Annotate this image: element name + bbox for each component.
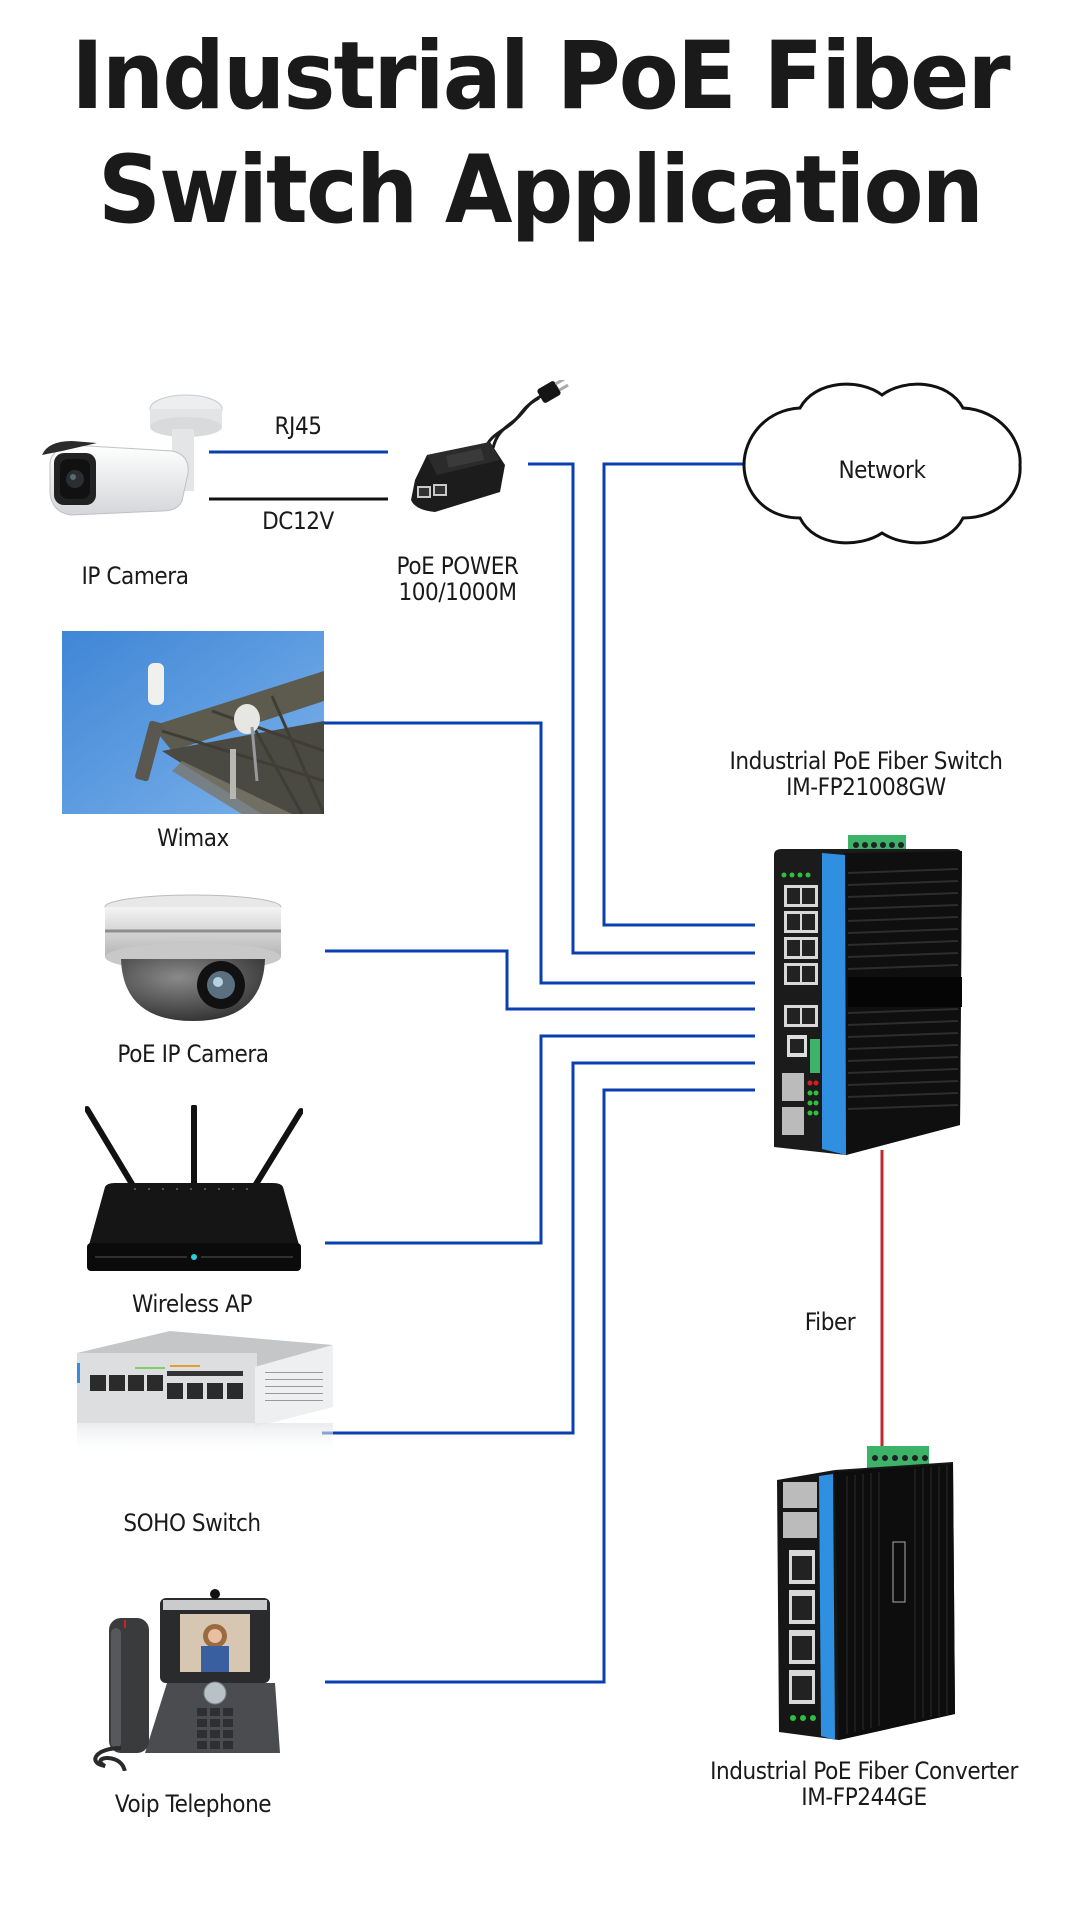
soho-to-switch-link	[322, 1061, 755, 1435]
network-label: Network	[838, 456, 926, 484]
fiber-switch-model: IM-FP21008GW	[786, 773, 946, 801]
wimax-label: Wimax	[157, 824, 229, 852]
router-icon	[84, 1104, 304, 1275]
title-line-2: Switch Application	[97, 136, 984, 245]
poe-power-label-line1: PoE POWER	[396, 552, 519, 580]
poe-ip-camera-label: PoE IP Camera	[117, 1040, 269, 1068]
bullet-camera-icon	[42, 393, 228, 518]
page-title: Industrial PoE Fiber Switch Application	[38, 20, 1042, 248]
voip-to-switch-link	[325, 1088, 755, 1684]
network-to-switch-link	[602, 462, 755, 927]
poe-power-label-line2: 100/1000M	[398, 578, 517, 606]
title-line-1: Industrial PoE Fiber	[71, 22, 1010, 131]
poe-injector-icon	[405, 377, 595, 522]
cloud-icon	[742, 382, 1022, 545]
ip-phone-icon	[85, 1588, 280, 1772]
fiber-switch-label: Industrial PoE Fiber Switch IM-FP21008GW	[699, 748, 1034, 800]
poe-power-label: PoE POWER 100/1000M	[383, 553, 532, 605]
industrial-converter-icon	[775, 1442, 957, 1742]
soho-switch-label: SOHO Switch	[123, 1509, 261, 1537]
dc12v-label: DC12V	[262, 507, 334, 535]
fiber-switch-label-line1: Industrial PoE Fiber Switch	[729, 747, 1003, 775]
poe-to-switch-link	[528, 462, 755, 955]
rj45-label: RJ45	[274, 412, 322, 440]
fiber-converter-label-line1: Industrial PoE Fiber Converter	[710, 1757, 1018, 1785]
voip-telephone-label: Voip Telephone	[114, 1790, 272, 1818]
industrial-switch-icon	[770, 833, 962, 1158]
ap-to-switch-link	[325, 1034, 755, 1245]
desktop-switch-icon	[75, 1327, 335, 1457]
dome-camera-icon	[103, 893, 283, 1023]
fiber-label: Fiber	[804, 1308, 856, 1336]
poe-camera-to-switch-link	[325, 949, 755, 1011]
wimax-tower-icon	[62, 631, 324, 814]
wimax-to-switch-link	[324, 721, 755, 985]
fiber-converter-label: Industrial PoE Fiber Converter IM-FP244G…	[684, 1758, 1044, 1810]
ip-camera-label: IP Camera	[81, 562, 189, 590]
wireless-ap-label: Wireless AP	[131, 1290, 253, 1318]
fiber-converter-model: IM-FP244GE	[801, 1783, 927, 1811]
